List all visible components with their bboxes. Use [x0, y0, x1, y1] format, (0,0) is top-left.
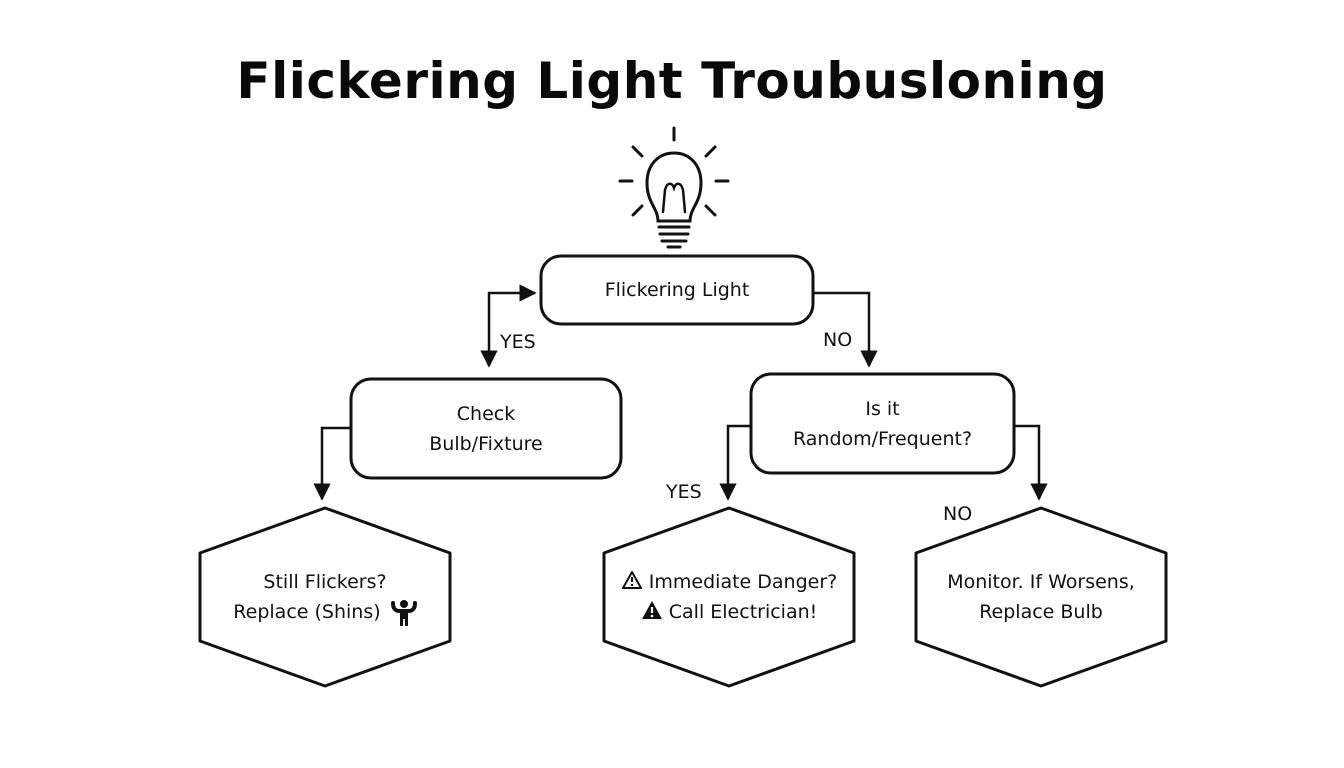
node-still-line-2-wrap: Replace (Shins): [233, 597, 417, 627]
node-danger-shape: [602, 506, 856, 688]
node-danger-label: Immediate Danger? Call Electrician!: [604, 552, 854, 642]
node-danger-line-1-wrap: Immediate Danger?: [621, 567, 837, 597]
edge-start-random: [813, 291, 878, 368]
node-monitor-line-2: Replace Bulb: [979, 601, 1103, 623]
warning-outline-icon: [621, 571, 642, 589]
edge-start-check: [480, 284, 537, 368]
node-check-line-2: Bulb/Fixture: [429, 432, 543, 455]
edge-label-random-danger: YES: [666, 481, 702, 503]
node-monitor-line-1: Monitor. If Worsens,: [947, 571, 1135, 593]
node-monitor-shape: [914, 506, 1168, 688]
edge-random-monitor: [1014, 424, 1048, 501]
node-check-line-1: Check: [456, 402, 516, 425]
edge-check-still: [313, 426, 351, 501]
node-start-label: Flickering Light: [541, 256, 813, 324]
edge-random-danger: [719, 424, 751, 501]
edge-label-start-random: NO: [823, 329, 853, 351]
lightbulb-icon: [618, 126, 730, 249]
node-danger-line-2: Call Electrician!: [668, 601, 818, 623]
node-random-shape: [749, 372, 1016, 475]
node-still-shape: [198, 506, 452, 688]
node-monitor-label: Monitor. If Worsens, Replace Bulb: [916, 552, 1166, 642]
edge-label-random-monitor: NO: [943, 503, 973, 525]
node-still-line-2: Replace (Shins): [233, 601, 381, 623]
person-flexing-icon: [390, 599, 417, 626]
node-still-line-1: Still Flickers?: [263, 571, 387, 593]
node-danger-line-2-wrap: Call Electrician!: [641, 597, 818, 627]
node-start-line-1: Flickering Light: [604, 279, 750, 301]
warning-filled-icon: [641, 601, 662, 619]
node-random-line-2: Random/Frequent?: [792, 427, 973, 450]
node-check-label: Check Bulb/Fixture: [351, 379, 621, 478]
node-start-shape: [539, 254, 815, 326]
node-random-label: Is it Random/Frequent?: [751, 374, 1014, 473]
node-random-line-1: Is it: [865, 397, 900, 420]
node-still-label: Still Flickers? Replace (Shins): [200, 552, 450, 642]
diagram-title: Flickering Light Troubusloning: [236, 52, 1108, 110]
node-danger-line-1: Immediate Danger?: [648, 571, 838, 593]
edge-label-start-check: YES: [500, 331, 536, 353]
